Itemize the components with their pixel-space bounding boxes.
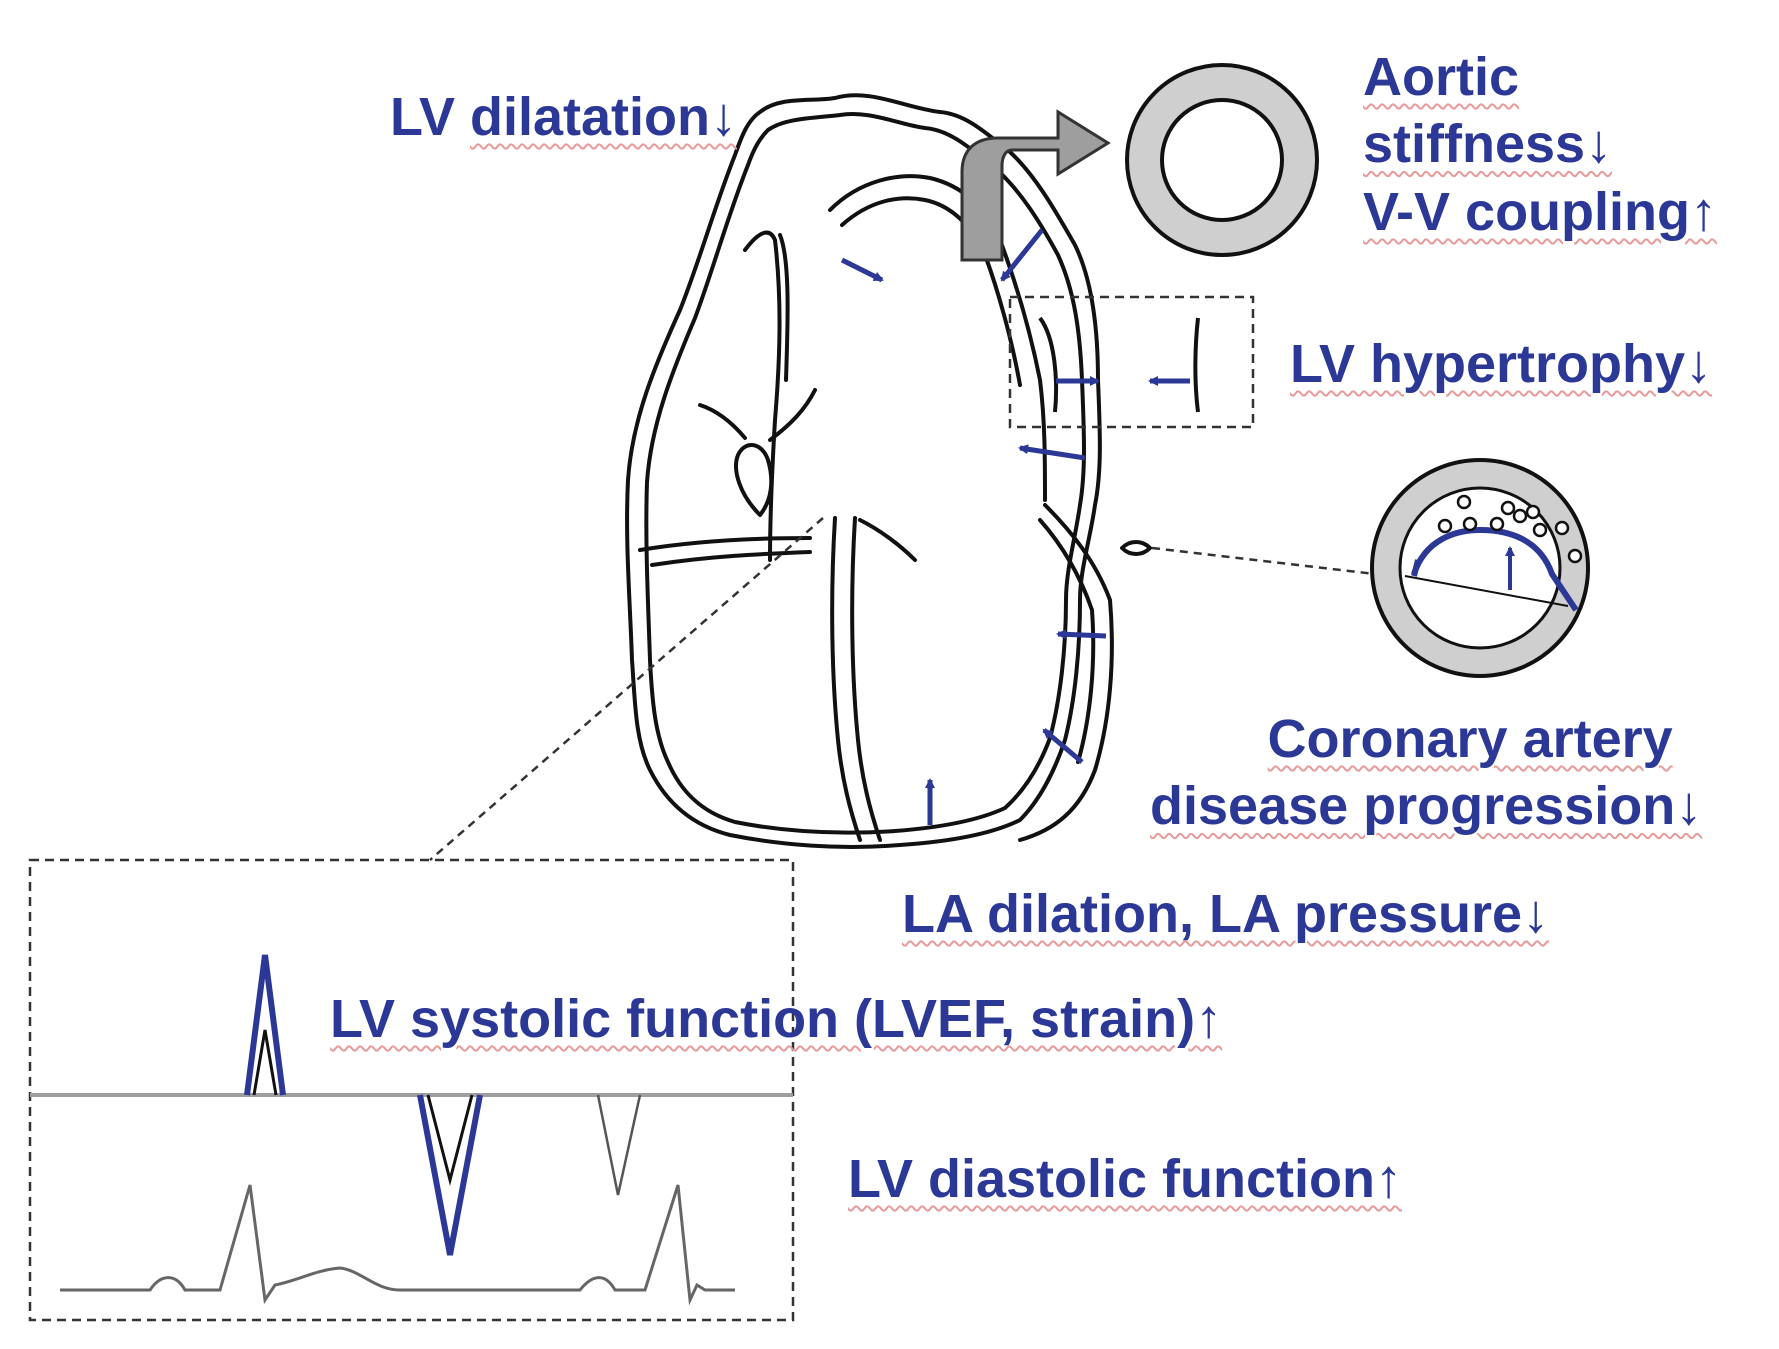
label-lv-systolic-text: LV systolic function (LVEF, strain)↑ [330, 989, 1223, 1049]
label-aortic-line3: V-V coupling↑ [1363, 181, 1718, 242]
label-aortic-line2: stiffness↓ [1363, 114, 1613, 175]
aorta-flow-arrow-icon [960, 109, 1111, 262]
label-coronary: Coronary artery disease progression↓ [1150, 709, 1703, 837]
aorta-cross-section-icon [1125, 63, 1319, 257]
coronary-link-line [1151, 546, 1376, 576]
tissue-doppler-waveform-icon [244, 954, 642, 1256]
coronary-plaque-cross-section-icon [1370, 458, 1590, 678]
label-lv-diastolic-text: LV diastolic function↑ [848, 1149, 1403, 1209]
label-lv-diastolic: LV diastolic function↑ [848, 1149, 1403, 1209]
ecg-trace-icon [60, 1184, 735, 1306]
label-aortic-line1: Aortic [1363, 47, 1520, 107]
label-la-dilation-text: LA dilation, LA pressure↓ [902, 884, 1550, 944]
label-lv-systolic: LV systolic function (LVEF, strain)↑ [330, 989, 1223, 1049]
doppler-inset [28, 858, 795, 1322]
remodeling-arrows [840, 228, 1107, 825]
label-lv-hypertrophy: LV hypertrophy↓ [1290, 334, 1713, 394]
label-aortic: Aortic stiffness↓ V-V coupling↑ [1363, 47, 1718, 242]
label-lv-dilatation: LV dilatation↓ [390, 87, 737, 147]
lv-wall-inset [1008, 295, 1255, 429]
label-lv-hypertrophy-text: LV hypertrophy↓ [1290, 334, 1713, 394]
heart-outline-icon [625, 93, 1152, 849]
label-coronary-line1: Coronary artery [1267, 709, 1673, 769]
label-lv-dilatation-text: dilatation↓ [470, 87, 737, 147]
doppler-link-line [429, 517, 824, 861]
label-coronary-line2: disease progression↓ [1150, 776, 1703, 837]
label-la-dilation: LA dilation, LA pressure↓ [902, 884, 1550, 944]
